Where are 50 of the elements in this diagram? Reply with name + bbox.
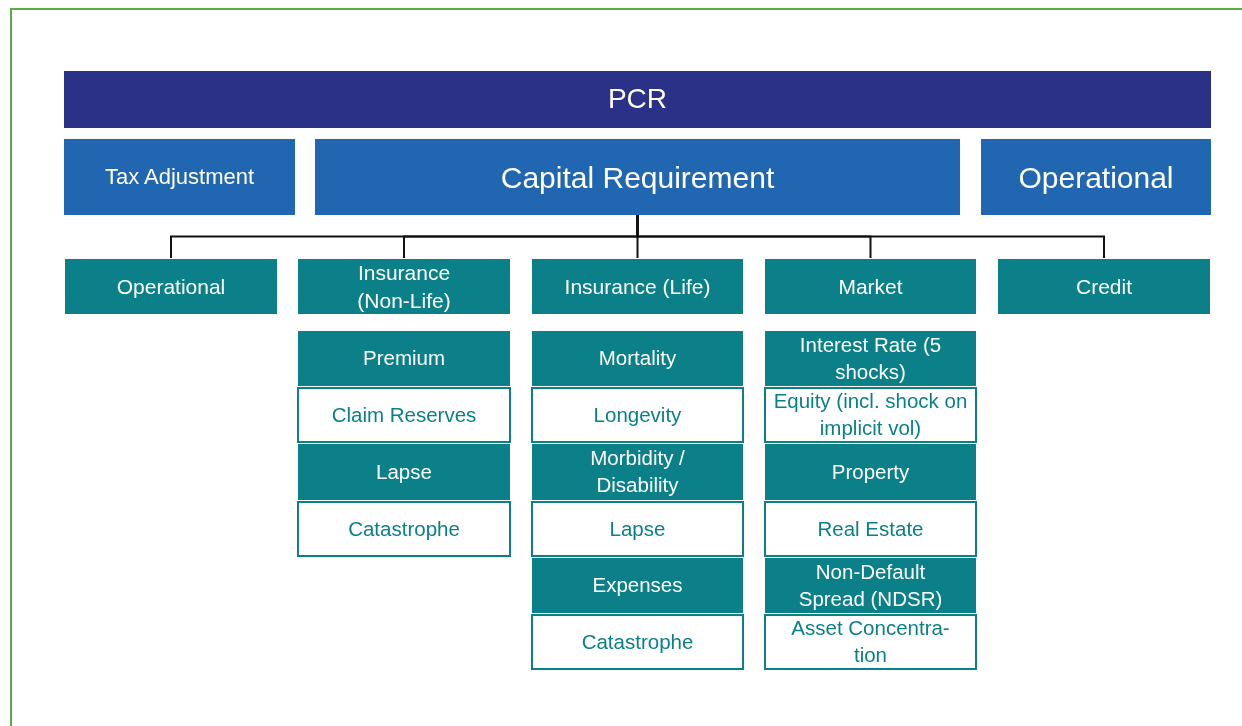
box-label: Non-Default Spread (NDSR) (797, 558, 944, 612)
box-label: Claim Reserves (330, 401, 478, 428)
category-box (531, 614, 744, 670)
connector-line (636, 214, 1105, 259)
category-box (997, 258, 1211, 315)
category-box (64, 258, 278, 315)
box-label: Insurance (Life) (563, 273, 712, 300)
category-box (764, 614, 977, 670)
box-label: Operational (1017, 159, 1175, 196)
box-label: Premium (362, 345, 446, 372)
category-box (297, 501, 511, 557)
category-box (297, 330, 511, 387)
box-label: Lapse (608, 515, 667, 542)
box-label: Morbidity / Disability (589, 445, 686, 498)
box-label: Credit (1075, 273, 1133, 300)
box-label: Expenses (591, 572, 684, 599)
category-box (764, 501, 977, 557)
box-label: Interest Rate (5 shocks) (798, 331, 943, 385)
category-box (764, 557, 977, 614)
category-box (315, 139, 960, 215)
box-label: Real Estate (816, 515, 925, 542)
box-label: PCR (606, 82, 669, 117)
box-label: Property (830, 458, 911, 485)
category-box (64, 71, 1211, 128)
category-box (297, 387, 511, 443)
box-label: Capital Requirement (499, 159, 776, 196)
category-box (981, 139, 1211, 215)
category-box (297, 258, 511, 315)
category-box (297, 443, 511, 501)
category-box (764, 330, 977, 387)
box-label: Tax Adjustment (103, 162, 256, 191)
box-label: Market (837, 273, 904, 300)
box-label: Catastrophe (580, 628, 695, 655)
category-box (531, 501, 744, 557)
box-label: Longevity (592, 401, 683, 428)
category-box (531, 443, 744, 501)
category-box (531, 258, 744, 315)
category-box (531, 330, 744, 387)
category-box (531, 557, 744, 614)
box-label: Catastrophe (347, 515, 461, 542)
box-label: Insurance (Non-Life) (356, 260, 452, 314)
category-box (64, 139, 295, 215)
box-label: Mortality (597, 345, 678, 372)
box-label: Equity (incl. shock on implicit vol) (772, 388, 969, 441)
box-label: Asset Concentra-tion (790, 615, 951, 668)
category-box (531, 387, 744, 443)
box-label: Operational (115, 273, 227, 300)
category-box (764, 443, 977, 501)
box-label: Lapse (375, 458, 433, 485)
category-box (764, 258, 977, 315)
